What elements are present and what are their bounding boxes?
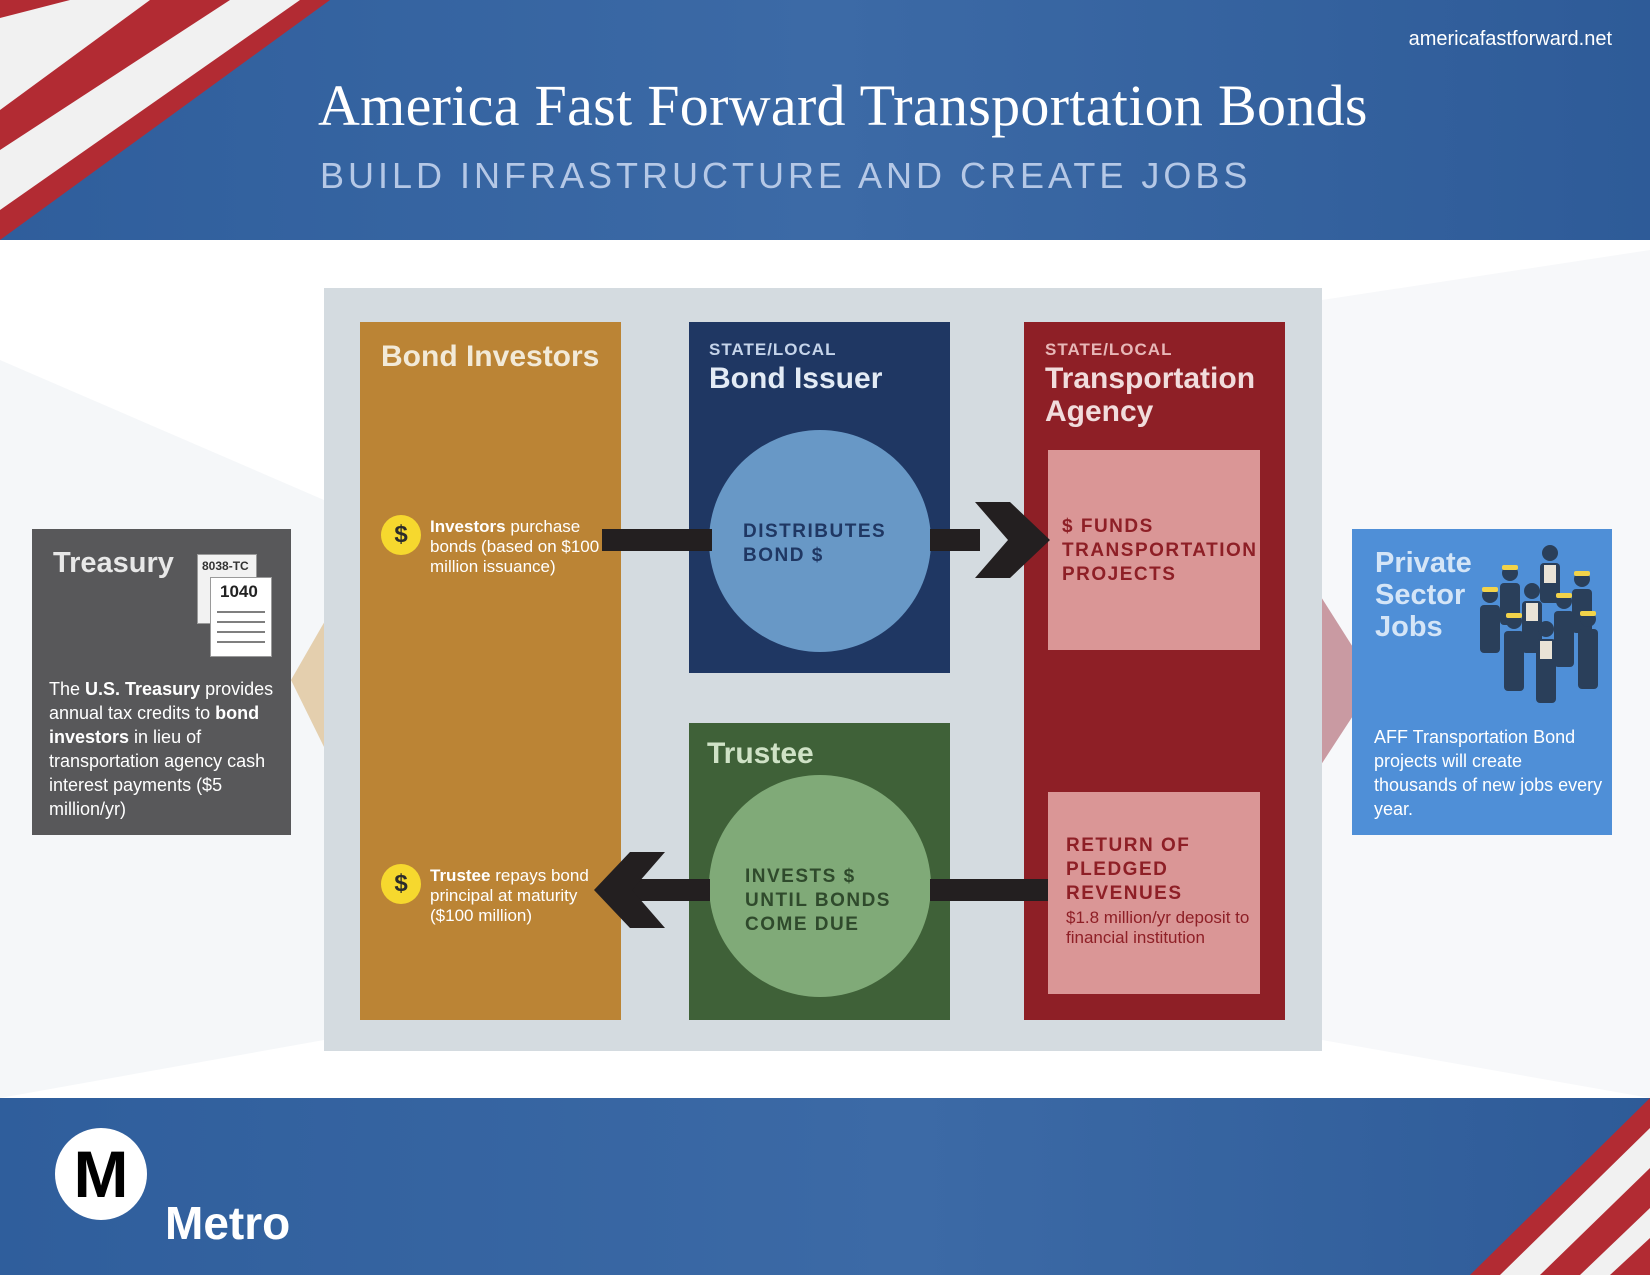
investors-purchase-note: Investors purchase bonds (based on $100 … (430, 517, 610, 577)
agency-kicker: STATE/LOCAL (1045, 340, 1173, 359)
footer-banner: M Metro (0, 1098, 1650, 1275)
form-lines-icon (217, 611, 265, 643)
bond-issuer-box: STATE/LOCAL Bond Issuer (689, 322, 950, 673)
trustee-circle (709, 775, 931, 997)
page-subtitle: BUILD INFRASTRUCTURE AND CREATE JOBS (320, 155, 1252, 196)
website-url[interactable]: americafastforward.net (1408, 28, 1612, 50)
page-title: America Fast Forward Transportation Bond… (318, 73, 1368, 138)
private-sector-description: AFF Transportation Bond projects will cr… (1374, 727, 1603, 819)
treasury-box: Treasury 8038-TC 1040 The U.S. Treasury … (32, 529, 291, 835)
flag-stripes-decoration (0, 0, 330, 240)
trustee-title: Trustee (707, 737, 814, 770)
treasury-description: The U.S. Treasury provides annual tax cr… (49, 677, 284, 821)
bond-issuer-kicker: STATE/LOCAL (709, 340, 837, 359)
bond-issuer-title: Bond Issuer (709, 362, 883, 395)
treasury-text-bold: bond investors (49, 703, 260, 747)
distributes-bond-text: DISTRIBUTES BOND $ (743, 521, 887, 566)
dollar-coin-icon: $ (381, 515, 421, 555)
agency-title: Transportation Agency (1045, 362, 1256, 428)
transportation-agency-column: STATE/LOCAL Transportation Agency (1024, 322, 1285, 1020)
bond-investors-title: Bond Investors (381, 340, 600, 373)
header-banner: americafastforward.net America Fast Forw… (0, 0, 1650, 240)
dollar-coin-icon: $ (381, 864, 421, 904)
treasury-text-part: The (49, 679, 86, 699)
treasury-text-bold: U.S. Treasury (85, 679, 201, 699)
trustee-repays-bold: Trustee (430, 866, 491, 885)
treasury-title: Treasury (53, 547, 174, 579)
metro-brand-name: Metro (165, 1197, 291, 1249)
workers-group-icon (1480, 545, 1598, 703)
trustee-repays-rest: repays bond principal at maturity ($100 … (430, 866, 589, 925)
private-sector-jobs-box: Private Sector Jobs AFF Transportati (1352, 529, 1612, 835)
pledged-revenues-box (1048, 792, 1260, 994)
pledged-revenues-detail: $1.8 million/yr deposit to financial ins… (1066, 908, 1250, 947)
flag-stripes-decoration (1470, 1098, 1650, 1275)
funds-projects-text: $ FUNDS TRANSPORTATION PROJECTS (1062, 516, 1258, 585)
investors-purchase-rest: purchase bonds (based on $100 million is… (430, 517, 600, 576)
tax-form-1040-icon: 1040 (210, 577, 272, 657)
tax-form-1040-label: 1040 (220, 582, 258, 601)
funds-projects-box (1048, 450, 1260, 650)
trustee-repays-note: Trustee repays bond principal at maturit… (430, 866, 610, 926)
trustee-box: Trustee (689, 723, 950, 1020)
invests-until-due-text: INVESTS $ UNTIL BONDS COME DUE (745, 866, 891, 935)
private-sector-title: Private Sector Jobs (1375, 547, 1472, 643)
investors-purchase-bold: Investors (430, 517, 506, 536)
treasury-text-part: provides annual tax credits to (49, 679, 274, 723)
bond-issuer-circle (709, 430, 931, 652)
metro-logo-icon[interactable]: M (55, 1128, 147, 1220)
treasury-text-part: in lieu of transportation agency cash in… (49, 727, 266, 819)
tax-form-8038-label: 8038-TC (202, 559, 249, 573)
pledged-revenues-title: RETURN OF PLEDGED REVENUES (1066, 835, 1191, 904)
